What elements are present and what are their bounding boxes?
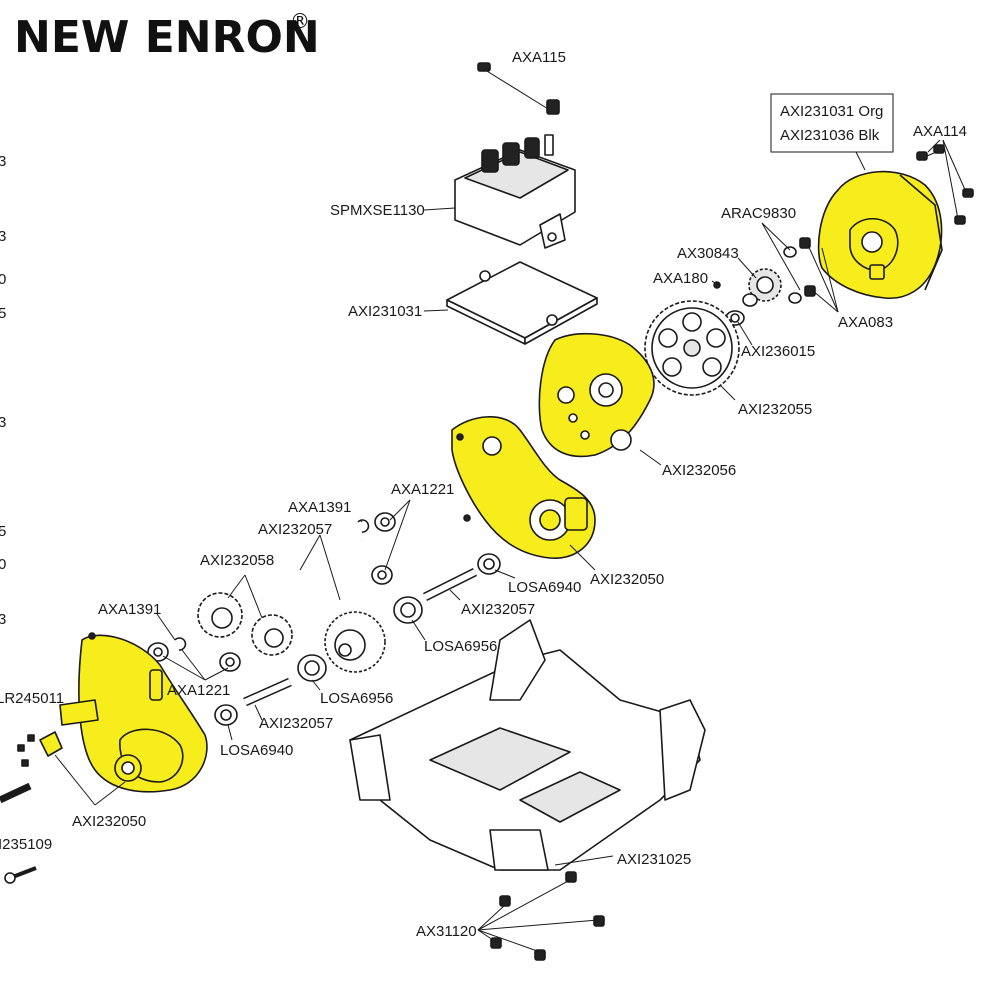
label-losa6940-top: LOSA6940 xyxy=(508,579,581,596)
label-axi232056: AXI232056 xyxy=(662,462,736,479)
label-axi232058: AXI232058 xyxy=(200,552,274,569)
label-axi232057-mid: AXI232057 xyxy=(258,521,332,538)
label-spmxse1130: SPMXSE1130 xyxy=(330,202,425,219)
edge-fragment: 5 xyxy=(0,523,6,540)
edge-fragment: 3 xyxy=(0,153,6,170)
motor-plate-axi232056-icon xyxy=(538,332,655,458)
idler-gear-icon xyxy=(324,611,386,673)
label-axa1391-top: AXA1391 xyxy=(288,499,351,516)
shaft-axi232057-top-icon xyxy=(422,567,478,602)
screw-axa083-icon xyxy=(799,237,816,297)
label-axa1391-left: AXA1391 xyxy=(98,601,161,618)
plate-axi231031-icon xyxy=(446,261,598,345)
label-axi231025: AXI231025 xyxy=(617,851,691,868)
label-axi231031: AXI231031 xyxy=(348,303,422,320)
small-part-left-icon xyxy=(39,731,63,757)
edge-fragment: 5 xyxy=(0,305,6,322)
screw-axa115-icon xyxy=(477,62,560,115)
edge-fragment: 0 xyxy=(0,271,6,288)
bearing-losa6956-top-icon xyxy=(393,596,423,624)
label-axa083: AXA083 xyxy=(838,314,893,331)
e-clip-axa1391-top-icon xyxy=(357,519,370,533)
transmission-case-top-icon xyxy=(451,416,596,559)
edge-fragment: LR245011 xyxy=(0,690,64,707)
gear-axi232058-icon xyxy=(197,592,293,656)
shaft-axi232057-bottom-icon xyxy=(243,677,292,707)
label-axi232050-bottom: AXI232050 xyxy=(72,813,146,830)
bearing-axa1221-top-icon xyxy=(371,512,396,585)
edge-fragment: 3 xyxy=(0,611,6,628)
label-losa6956-top: LOSA6956 xyxy=(424,638,497,655)
chassis-axi231025-icon xyxy=(349,619,706,871)
edge-fragment: I235109 xyxy=(0,836,52,853)
label-box-line1: AXI231031 Org xyxy=(780,103,883,120)
bearing-losa6940-top-icon xyxy=(477,553,501,575)
label-losa6940-bottom: LOSA6940 xyxy=(220,742,293,759)
e-clip-axa1391-left-icon xyxy=(174,637,187,651)
label-losa6956-bottom: LOSA6956 xyxy=(320,690,393,707)
edge-fragments: 3 3 0 5 3 5 0 3 LR245011 I235109 xyxy=(0,153,64,853)
part-labels: AXA115 SPMXSE1130 AXI231031 AXI231031 Or… xyxy=(72,49,967,940)
bearing-losa6940-bottom-icon xyxy=(214,704,238,726)
gear-cover-icon xyxy=(817,170,943,300)
callout-box xyxy=(770,93,894,153)
esc-spmxse1130-icon xyxy=(454,134,576,249)
label-axa1221-top: AXA1221 xyxy=(391,481,454,498)
label-axa1221-left: AXA1221 xyxy=(167,682,230,699)
registered-mark: ® xyxy=(290,9,310,33)
shaft-axi232057-mid-icon xyxy=(260,537,364,601)
label-ax31120: AX31120 xyxy=(416,923,477,940)
washer-arac9830-icon xyxy=(783,246,802,304)
pins-left-icon xyxy=(0,734,35,804)
label-ax30843: AX30843 xyxy=(677,245,739,262)
label-axi232057-bottom: AXI232057 xyxy=(259,715,333,732)
label-axa115: AXA115 xyxy=(512,49,566,66)
brand-logo: NEW ENRON ® xyxy=(14,9,320,63)
label-axi232055: AXI232055 xyxy=(738,401,812,418)
label-axa114: AXA114 xyxy=(913,123,967,140)
label-axi232057-top: AXI232057 xyxy=(461,601,535,618)
transmission-case-bottom-icon xyxy=(59,632,208,793)
spur-gear-axi232055-icon xyxy=(644,300,740,396)
pinion-gear-ax30843-icon xyxy=(742,268,782,307)
label-axi232050-top: AXI232050 xyxy=(590,571,664,588)
bearing-losa6956-bottom-icon xyxy=(297,654,327,682)
logo-text: NEW ENRON xyxy=(14,12,320,63)
label-axi236015: AXI236015 xyxy=(741,343,815,360)
edge-fragment: 0 xyxy=(0,556,6,573)
label-arac9830: ARAC9830 xyxy=(721,205,796,222)
leader-lines xyxy=(54,139,967,953)
label-axa180: AXA180 xyxy=(653,270,708,287)
screw-i235109-icon xyxy=(4,866,37,884)
edge-fragment: 3 xyxy=(0,228,6,245)
edge-fragment: 3 xyxy=(0,414,6,431)
screws-ax31120-icon xyxy=(490,871,605,961)
label-box-line2: AXI231036 Blk xyxy=(780,127,880,144)
